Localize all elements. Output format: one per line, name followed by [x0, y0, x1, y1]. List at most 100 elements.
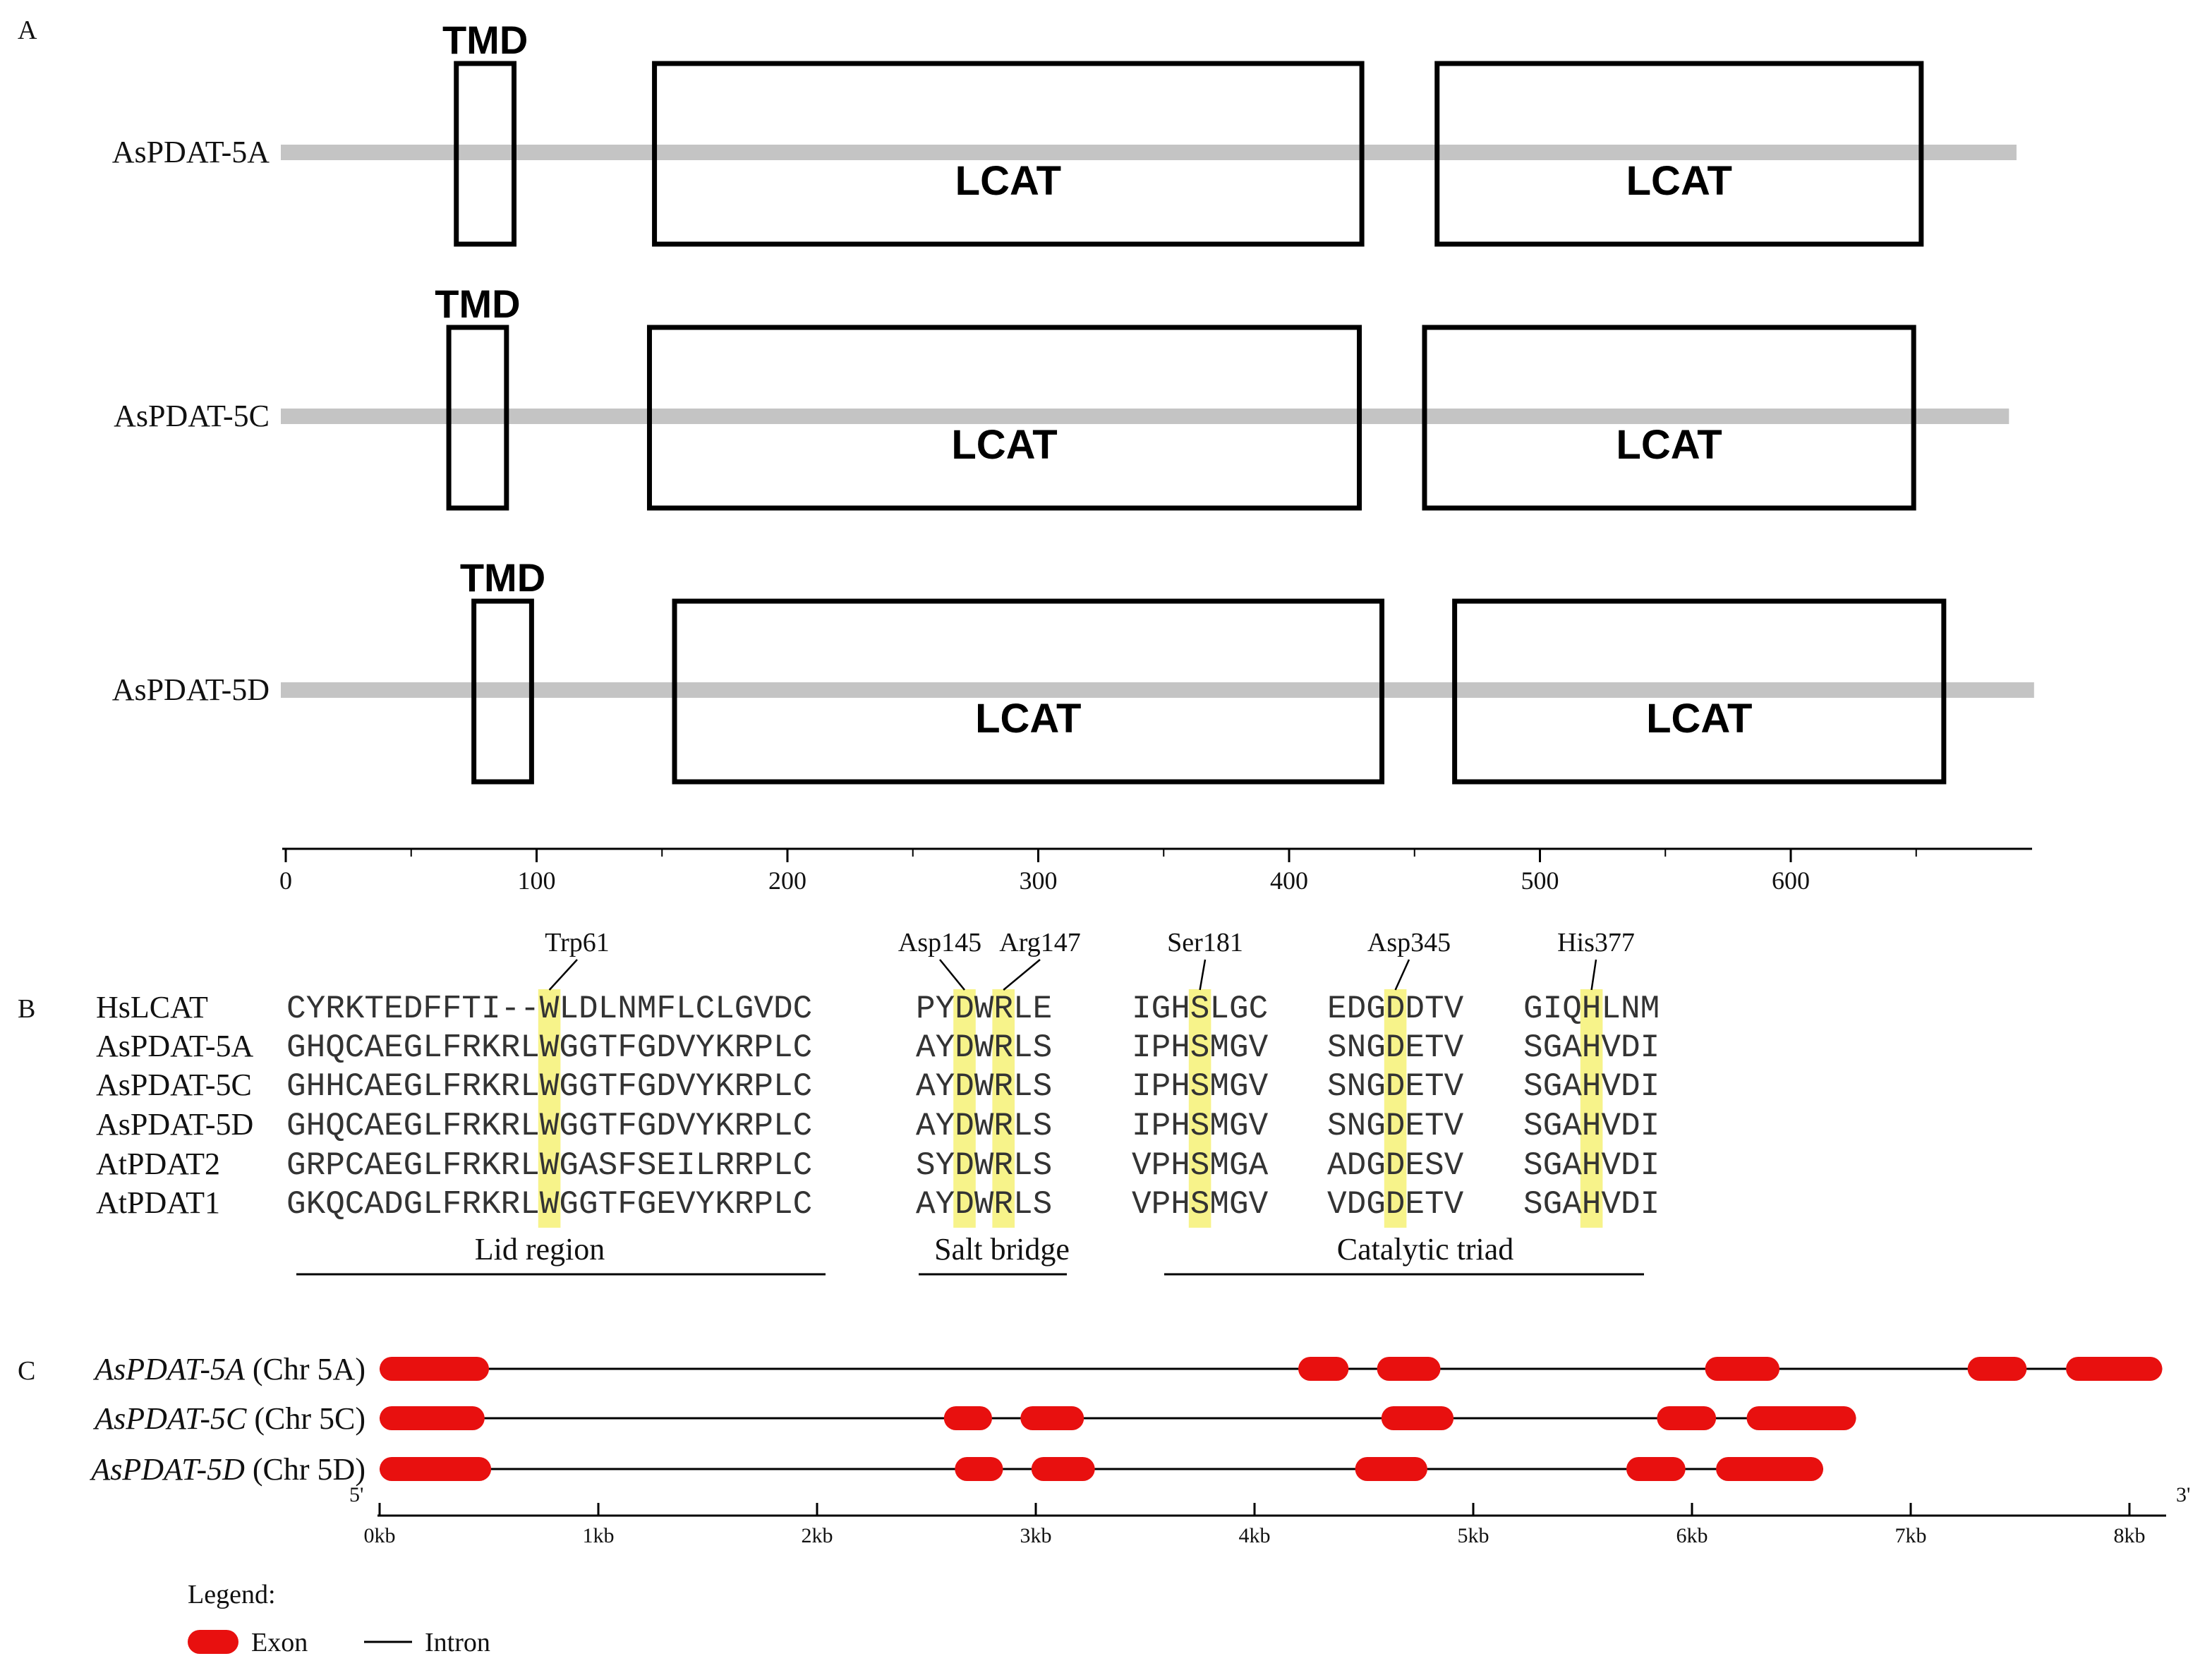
- sequence-segment: IPHSMGV: [1132, 1029, 1269, 1066]
- site-leader-line: [1003, 959, 1041, 991]
- exon: [1626, 1457, 1686, 1481]
- tmd-label: TMD: [460, 555, 545, 600]
- sequence-name: AtPDAT2: [96, 1147, 220, 1181]
- lcat-domain-label: LCAT: [1646, 696, 1752, 742]
- axis-tick-label: 5kb: [1458, 1524, 1489, 1547]
- lcat-domain-label: LCAT: [951, 422, 1057, 468]
- sequence-segment: GRPCAEGLFRKRLWGASFSEILRRPLC: [286, 1147, 812, 1184]
- lcat-domain-box: [672, 598, 1385, 785]
- sequence-segment: AYDWRLS: [916, 1029, 1052, 1066]
- exon: [955, 1457, 1003, 1481]
- axis-tick-label: 7kb: [1895, 1524, 1927, 1547]
- exon: [943, 1406, 992, 1430]
- site-leader-line: [1199, 959, 1207, 991]
- tmd-label: TMD: [435, 282, 520, 326]
- region-label: Catalytic triad: [1337, 1232, 1513, 1267]
- axis-tick-label: 2kb: [802, 1524, 833, 1547]
- site-label: Arg147: [999, 928, 1080, 957]
- region-label: Salt bridge: [934, 1232, 1070, 1267]
- site-label: His377: [1557, 928, 1635, 957]
- protein-name: AsPDAT-5C: [114, 399, 270, 433]
- axis-tick-label: 200: [768, 866, 806, 895]
- conserved-residue-highlight: [1188, 989, 1211, 1228]
- axis-tick-label: 300: [1020, 866, 1058, 895]
- sequence-name: AsPDAT-5D: [96, 1107, 253, 1142]
- sequence-segment: SYDWRLS: [916, 1147, 1052, 1184]
- protein-name: AsPDAT-5A: [112, 135, 270, 169]
- sequence-segment: SGAHVDI: [1523, 1147, 1660, 1184]
- exon: [1381, 1406, 1454, 1430]
- five-prime-label: 5': [349, 1483, 363, 1506]
- sequence-segment: SGAHVDI: [1523, 1108, 1660, 1144]
- site-leader-line: [1394, 959, 1410, 991]
- three-prime-label: 3': [2176, 1483, 2190, 1506]
- sequence-name: AsPDAT-5A: [96, 1029, 254, 1063]
- lcat-domain-box: [646, 325, 1362, 511]
- sequence-segment: GHHCAEGLFRKRLWGGTFGDVYKRPLC: [286, 1068, 812, 1105]
- site-leader-line: [548, 959, 578, 991]
- lcat-domain-label: LCAT: [1616, 422, 1722, 468]
- gene-name: AsPDAT-5C (Chr 5C): [92, 1401, 365, 1436]
- sequence-name: HsLCAT: [96, 990, 208, 1025]
- gene-symbol: AsPDAT-5D: [89, 1452, 245, 1487]
- sequence-segment: VPHSMGV: [1132, 1186, 1269, 1223]
- axis-tick-label: 4kb: [1239, 1524, 1271, 1547]
- gene-name: AsPDAT-5A (Chr 5A): [92, 1352, 365, 1386]
- panel-c-axis: 5' 3' 0kb 1kb 2kb 3kb 4kb 5kb 6kb 7kb 8kb: [349, 1483, 2190, 1547]
- region-label: Lid region: [475, 1232, 605, 1267]
- gene-aspdat-5a: AsPDAT-5A (Chr 5A): [92, 1352, 2163, 1386]
- tmd-box: [454, 61, 517, 247]
- sequence-segment: PYDWRLE: [916, 991, 1052, 1027]
- axis-tick-label: 500: [1521, 866, 1559, 895]
- conserved-residue-highlight: [992, 989, 1015, 1228]
- gene-symbol: AsPDAT-5A: [92, 1352, 246, 1386]
- tmd-box: [446, 325, 509, 511]
- exon: [1705, 1357, 1779, 1381]
- panel-b-label: B: [18, 994, 35, 1024]
- exon: [1031, 1457, 1095, 1481]
- chromosome: (Chr 5C): [246, 1401, 365, 1436]
- panel-c: C AsPDAT-5A (Chr 5A) AsPDAT-5C (Chr 5C) AsP…: [18, 1352, 2190, 1657]
- conserved-residue-highlight: [1384, 989, 1407, 1228]
- exon: [1298, 1357, 1349, 1381]
- site-leader-line: [1590, 959, 1597, 991]
- sequence-segment: AYDWRLS: [916, 1186, 1052, 1223]
- sequence-segment: SNGDETV: [1327, 1068, 1464, 1105]
- sequence-segment: IPHSMGV: [1132, 1108, 1269, 1144]
- conserved-residue-highlight: [538, 989, 561, 1228]
- axis-tick-label: 0: [279, 866, 292, 895]
- panel-a-label: A: [18, 16, 37, 45]
- lcat-domain-label: LCAT: [1626, 158, 1732, 204]
- exon: [1746, 1406, 1856, 1430]
- sequence-segment: GKQCADGLFRKRLWGGTFGEVYKRPLC: [286, 1186, 812, 1223]
- sequence-segment: VPHSMGA: [1132, 1147, 1269, 1184]
- axis-tick-label: 100: [518, 866, 556, 895]
- axis-tick-label: 1kb: [583, 1524, 615, 1547]
- sequence-segment: GIQHLNM: [1523, 991, 1660, 1027]
- sequence-segment: EDGDDTV: [1327, 991, 1464, 1027]
- gene-name: AsPDAT-5D (Chr 5D): [89, 1452, 365, 1487]
- panel-a: A AsPDAT-5A TMD LCAT LCAT AsPDAT-5C TMD LCAT LCA…: [18, 16, 2034, 895]
- axis-tick-label: 0kb: [364, 1524, 396, 1547]
- conserved-residue-highlight: [1580, 989, 1603, 1228]
- legend-exon-label: Exon: [251, 1628, 308, 1657]
- axis-tick-label: 8kb: [2114, 1524, 2146, 1547]
- axis-tick-label: 3kb: [1020, 1524, 1052, 1547]
- exon: [2066, 1357, 2163, 1381]
- panel-c-label: C: [18, 1356, 35, 1386]
- lcat-domain-label: LCAT: [955, 158, 1061, 204]
- exon: [1967, 1357, 2027, 1381]
- axis-tick-label: 6kb: [1676, 1524, 1708, 1547]
- site-leader-line: [939, 959, 965, 991]
- site-label: Ser181: [1167, 928, 1243, 957]
- exon: [1020, 1406, 1084, 1430]
- site-label: Trp61: [545, 928, 610, 957]
- lcat-domain-box: [1452, 598, 1947, 785]
- tmd-box: [471, 598, 534, 785]
- lcat-domain-box: [1434, 61, 1924, 247]
- sequence-segment: SGAHVDI: [1523, 1068, 1660, 1105]
- site-label: Asp145: [898, 928, 981, 957]
- sequence-segment: GHQCAEGLFRKRLWGGTFGDVYKRPLC: [286, 1029, 812, 1066]
